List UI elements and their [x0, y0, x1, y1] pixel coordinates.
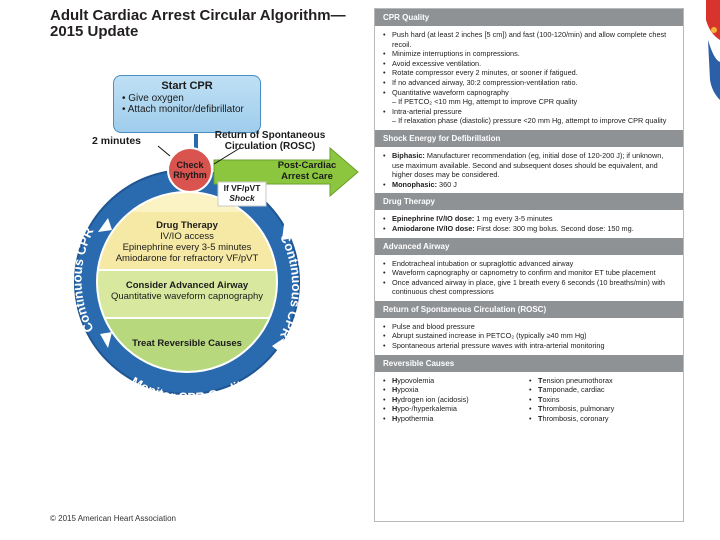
list-item: •Tamponade, cardiac: [529, 385, 605, 395]
copyright: © 2015 American Heart Association: [50, 514, 176, 523]
rosc-label: Return of Spontaneous Circulation (ROSC): [214, 130, 326, 152]
list-item: •Once advanced airway in place, give 1 b…: [383, 277, 665, 297]
list-item: •Rotate compressor every 2 minutes, or s…: [383, 68, 578, 78]
list-item: •Intra-arterial pressure: [383, 106, 462, 116]
ring-arrow-icon: [282, 224, 294, 240]
check-rhythm-node: [167, 147, 213, 193]
title-line-2: 2015 Update: [50, 23, 139, 40]
list-item: •Spontaneous arterial pressure waves wit…: [383, 341, 605, 351]
list-item: •Tension pneumothorax: [529, 375, 613, 385]
airway-header: Advanced Airway: [375, 237, 683, 255]
list-item: •Quantitative waveform capnography: [383, 87, 509, 97]
post-care-label: Post-Cardiac Arrest Care: [277, 160, 337, 182]
start-cpr-item: • Attach monitor/defibrillator: [122, 104, 244, 115]
start-cpr-box: Start CPR • Give oxygen • Attach monitor…: [113, 75, 261, 133]
list-item: •Monophasic: 360 J: [383, 179, 457, 189]
ring-arrow-icon: [98, 218, 112, 232]
list-item: •Epinephrine IV/IO dose: 1 mg every 3-5 …: [383, 214, 553, 224]
vf-shock-label: If VF/pVT Shock: [223, 183, 261, 203]
list-item: •Abrupt sustained increase in PETCO₂ (ty…: [383, 331, 587, 341]
title-line-1: Adult Cardiac Arrest Circular Algorithm—: [50, 7, 346, 24]
check-rhythm-label: Check Rhythm: [173, 160, 207, 180]
list-item: •Hypo-/hyperkalemia: [383, 404, 457, 414]
rosc-header: Return of Spontaneous Circulation (ROSC): [375, 300, 683, 318]
rosc-list: •Pulse and blood pressure •Abrupt sustai…: [375, 318, 683, 355]
airway-text: Consider Advanced Airway Quantitative wa…: [110, 280, 264, 302]
start-cpr-item: • Give oxygen: [122, 93, 184, 104]
reversible-header: Reversible Causes: [375, 354, 683, 372]
reversible-text: Treat Reversible Causes: [132, 338, 242, 349]
list-item: •Waveform capnography or capnometry to c…: [383, 268, 656, 278]
two-minutes-label: 2 minutes: [92, 135, 142, 147]
drug-list: •Epinephrine IV/IO dose: 1 mg every 3-5 …: [375, 210, 683, 237]
page-title: Adult Cardiac Arrest Circular Algorithm—…: [50, 8, 346, 40]
cpr-quality-list: •Push hard (at least 2 inches [5 cm]) an…: [375, 26, 683, 130]
list-item: •Endotracheal intubation or supraglottic…: [383, 258, 574, 268]
airway-list: •Endotracheal intubation or supraglottic…: [375, 255, 683, 301]
edge-decoration-icon: [700, 0, 720, 120]
shock-header: Shock Energy for Defibrillation: [375, 129, 683, 147]
list-item: •Pulse and blood pressure: [383, 321, 475, 331]
reversible-h-column: •Hypovolemia •Hypoxia •Hydrogen ion (aci…: [383, 376, 529, 424]
info-panel: CPR Quality •Push hard (at least 2 inche…: [374, 8, 684, 522]
drug-therapy-text: Drug Therapy IV/IO access Epinephrine ev…: [115, 220, 259, 264]
vf-shock-box: [217, 181, 267, 207]
list-item: •Toxins: [529, 394, 560, 404]
list-item: •Amiodarone IV/IO dose: First dose: 300 …: [383, 223, 634, 233]
drug-header: Drug Therapy: [375, 193, 683, 211]
list-item: •Hypothermia: [383, 414, 434, 424]
ring-arrow-icon: [100, 332, 112, 348]
list-sub-item: – If PETCO₂ <10 mm Hg, attempt to improv…: [392, 97, 578, 107]
circular-algorithm-diagram: Continuous CPR Continuous CPR Monitor CP…: [69, 134, 359, 405]
list-sub-item: – If relaxation phase (diastolic) pressu…: [392, 116, 667, 126]
reversible-t-column: •Tension pneumothorax •Tamponade, cardia…: [529, 376, 675, 424]
drug-therapy-band: [97, 212, 277, 270]
cpr-quality-header: CPR Quality: [375, 9, 683, 26]
list-item: •Minimize interruptions in compressions.: [383, 49, 520, 59]
list-item: •Push hard (at least 2 inches [5 cm]) an…: [383, 30, 667, 49]
list-item: •Thrombosis, pulmonary: [529, 404, 615, 414]
list-item: •Hydrogen ion (acidosis): [383, 394, 469, 404]
list-item: •Thrombosis, coronary: [529, 414, 609, 424]
list-item: •If no advanced airway, 30:2 compression…: [383, 77, 578, 87]
ring-arrow-icon: [272, 338, 284, 354]
start-cpr-heading: Start CPR: [161, 80, 213, 92]
list-item: •Avoid excessive ventilation.: [383, 58, 482, 68]
shock-list: •Biphasic: Manufacturer recommendation (…: [375, 147, 683, 193]
airway-band: [97, 270, 277, 318]
list-item: •Hypoxia: [383, 385, 419, 395]
list-item: •Biphasic: Manufacturer recommendation (…: [383, 150, 664, 180]
list-item: •Hypovolemia: [383, 375, 435, 385]
reversible-list: •Hypovolemia •Hypoxia •Hydrogen ion (aci…: [375, 372, 683, 428]
